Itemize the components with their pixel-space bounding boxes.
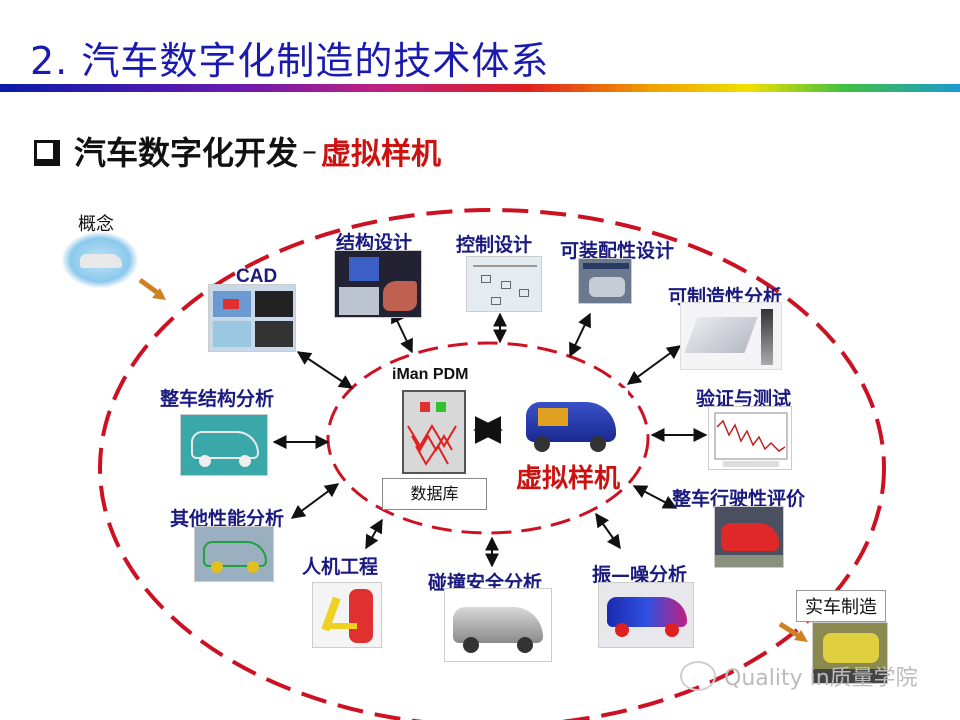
pdm-title: iMan PDM xyxy=(392,366,469,383)
manufacturability-image xyxy=(680,302,782,370)
subtitle-dash: – xyxy=(302,133,318,169)
arrow-manufacturability xyxy=(626,345,682,385)
server-stripes-graphic xyxy=(407,424,457,466)
server-led-green xyxy=(436,402,446,412)
subtitle-highlight: 虚拟样机 xyxy=(321,137,442,172)
subtitle-row: 汽车数字化开发 – 虚拟样机 xyxy=(34,128,441,174)
rainbow-divider xyxy=(0,84,960,92)
label-control-design: 控制设计 xyxy=(456,234,533,256)
arrow-assembly xyxy=(569,312,591,358)
arrow-ergonomics xyxy=(365,518,383,550)
arrow-concept-head xyxy=(152,288,166,300)
label-verify-test: 验证与测试 xyxy=(696,388,792,410)
virtual-prototype-label: 虚拟样机 xyxy=(516,464,621,494)
verify-test-chart-image xyxy=(708,406,792,470)
pdm-server-icon xyxy=(402,390,466,474)
arrow-real-head xyxy=(794,630,808,642)
bullet-square-icon xyxy=(34,140,60,166)
wechat-icon xyxy=(680,661,716,691)
outer-ellipse xyxy=(98,208,886,720)
label-driving-eval: 整车行驶性评价 xyxy=(672,488,806,510)
arrow-other xyxy=(290,483,340,519)
subtitle-main: 汽车数字化开发 xyxy=(74,134,299,172)
arrow-cad xyxy=(296,351,354,389)
label-structure-design: 结构设计 xyxy=(336,232,413,254)
label-cad: CAD xyxy=(236,266,278,287)
label-nvh: 振—噪分析 xyxy=(592,564,688,586)
label-other-performance: 其他性能分析 xyxy=(170,508,285,530)
page-title: 2. 汽车数字化制造的技术体系 xyxy=(30,39,550,83)
arrow-nvh xyxy=(595,512,621,550)
real-manufacturing-image xyxy=(812,622,888,684)
label-ergonomics: 人机工程 xyxy=(302,556,379,578)
arrow-driving xyxy=(632,485,678,509)
nvh-image xyxy=(598,582,694,648)
structure-design-image xyxy=(334,250,422,318)
watermark-text: Quality in质量学院 xyxy=(724,666,918,691)
virtual-prototype-car-image xyxy=(518,388,628,456)
ergonomics-image xyxy=(312,582,382,648)
crash-safety-image xyxy=(444,588,552,662)
database-box: 数据库 xyxy=(382,478,487,510)
control-design-image xyxy=(466,256,542,312)
assemblability-image xyxy=(578,258,632,304)
vehicle-structure-image xyxy=(180,414,268,476)
other-performance-image xyxy=(194,526,274,582)
watermark: Quality in质量学院 xyxy=(680,660,918,692)
test-curve-graphic xyxy=(714,412,788,467)
server-led-red xyxy=(420,402,430,412)
label-assemblability: 可装配性设计 xyxy=(560,240,675,262)
driving-eval-image xyxy=(714,506,784,568)
label-concept: 概念 xyxy=(78,214,114,235)
cad-screenshot xyxy=(208,284,296,352)
concept-cloud-image xyxy=(62,232,138,288)
label-vehicle-structure: 整车结构分析 xyxy=(160,388,275,410)
label-real-manufacturing: 实车制造 xyxy=(796,590,886,622)
